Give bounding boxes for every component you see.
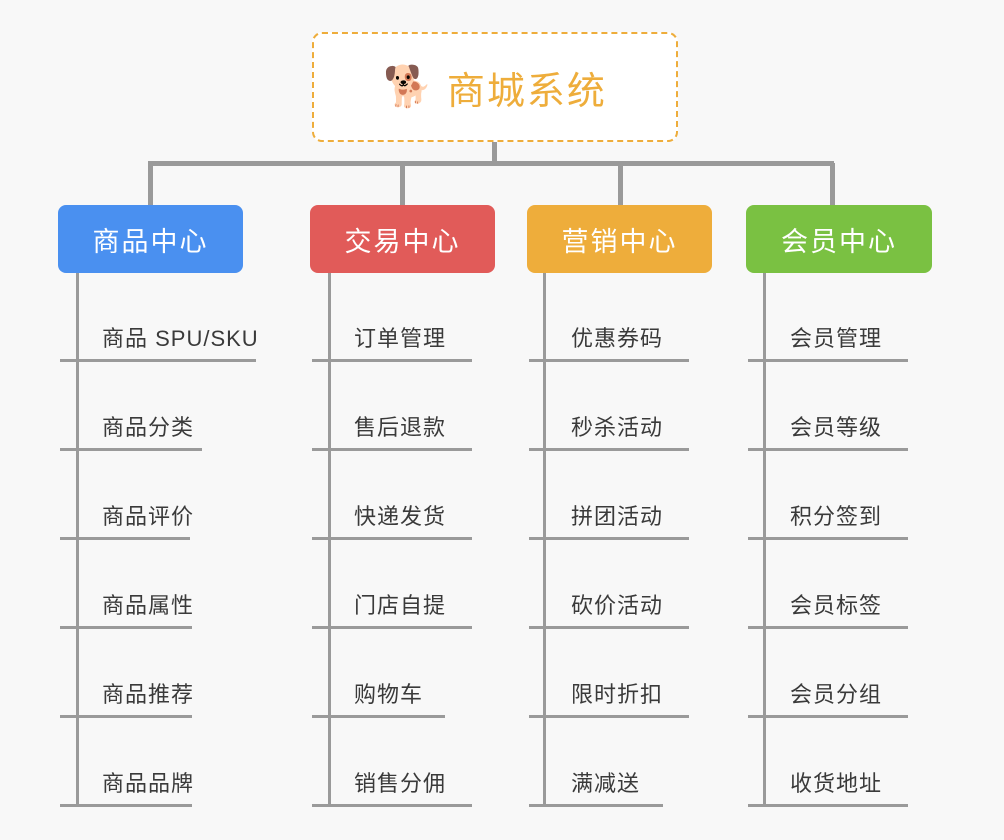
leaf-item-underline xyxy=(748,626,908,629)
category-node-1[interactable]: 商品中心 xyxy=(58,205,243,273)
leaf-item-label: 积分签到 xyxy=(790,504,883,529)
leaf-item-label: 快递发货 xyxy=(354,504,447,529)
leaf-item-label: 会员管理 xyxy=(790,326,883,351)
root-node[interactable]: 🐕 商城系统 xyxy=(312,32,678,142)
leaf-item-underline xyxy=(60,626,192,629)
leaf-item-label: 商品分类 xyxy=(102,415,195,440)
leaf-item-underline xyxy=(529,626,689,629)
trunk-vertical-connector xyxy=(492,142,497,164)
leaf-item-underline xyxy=(748,448,908,451)
leaf-item-label: 商品属性 xyxy=(102,593,195,618)
leaf-item-underline xyxy=(529,448,689,451)
leaf-item-label: 门店自提 xyxy=(354,593,447,618)
category-node-label: 交易中心 xyxy=(344,226,461,257)
leaf-spine-connector xyxy=(543,273,546,807)
leaf-item-label: 满减送 xyxy=(571,771,641,796)
leaf-item-label: 会员分组 xyxy=(790,682,883,707)
leaf-item-label: 商品品牌 xyxy=(102,771,195,796)
leaf-item-underline xyxy=(748,359,908,362)
leaf-item-label: 砍价活动 xyxy=(571,593,664,618)
leaf-item-underline xyxy=(312,359,472,362)
category-node-2[interactable]: 交易中心 xyxy=(310,205,495,273)
category-node-label: 会员中心 xyxy=(781,226,897,257)
leaf-item-underline xyxy=(748,715,908,718)
leaf-item-underline xyxy=(529,804,663,807)
root-node-title: 商城系统 xyxy=(446,70,607,113)
leaf-spine-connector xyxy=(76,273,79,807)
leaf-item-underline xyxy=(60,715,192,718)
leaf-item-label: 商品推荐 xyxy=(102,682,195,707)
leaf-item-label: 订单管理 xyxy=(354,326,447,351)
leaf-item-underline xyxy=(529,537,689,540)
leaf-item-underline xyxy=(60,537,190,540)
category-column-1: 商品中心商品 SPU/SKU 商品分类商品评价商品属性商品推荐商品品牌 xyxy=(58,205,258,807)
leaf-spine-connector xyxy=(763,273,766,807)
shiba-dog-face-icon: 🐕 xyxy=(383,65,433,109)
leaf-item-label: 商品评价 xyxy=(102,504,195,529)
category-node-3[interactable]: 营销中心 xyxy=(527,205,712,273)
leaf-item-label: 销售分佣 xyxy=(354,771,447,796)
leaf-item-label: 购物车 xyxy=(354,682,424,707)
leaf-spine-connector xyxy=(328,273,331,807)
leaf-item-label: 会员标签 xyxy=(790,593,883,618)
leaf-item-underline xyxy=(529,715,689,718)
branch-drop-connector xyxy=(830,163,835,207)
category-column-3: 营销中心优惠券码秒杀活动拼团活动砍价活动限时折扣满减送 xyxy=(527,205,712,807)
leaf-item-underline xyxy=(60,448,202,451)
leaf-item-underline xyxy=(748,804,908,807)
leaf-item-underline xyxy=(312,537,472,540)
category-node-4[interactable]: 会员中心 xyxy=(746,205,932,273)
leaf-item-underline xyxy=(60,359,256,362)
leaf-item-label: 秒杀活动 xyxy=(571,415,664,440)
leaf-item-underline xyxy=(312,448,472,451)
category-column-4: 会员中心会员管理会员等级积分签到会员标签会员分组收货地址 xyxy=(746,205,932,807)
category-node-label: 商品中心 xyxy=(92,226,209,257)
leaf-item-label: 售后退款 xyxy=(354,415,447,440)
category-column-2: 交易中心订单管理售后退款快递发货门店自提购物车销售分佣 xyxy=(310,205,495,807)
leaf-item-underline xyxy=(748,537,908,540)
leaf-item-underline xyxy=(312,804,472,807)
branch-drop-connector xyxy=(618,163,623,207)
leaf-item-underline xyxy=(529,359,689,362)
leaf-item-label: 会员等级 xyxy=(790,415,883,440)
leaf-item-underline xyxy=(312,626,472,629)
leaf-item-label: 收货地址 xyxy=(790,771,883,796)
leaf-item-underline xyxy=(312,715,445,718)
branch-drop-connector xyxy=(148,163,153,207)
leaf-item-label: 拼团活动 xyxy=(571,504,664,529)
leaf-item-underline xyxy=(60,804,192,807)
trunk-horizontal-connector xyxy=(148,161,834,166)
leaf-item-label: 限时折扣 xyxy=(571,682,664,707)
leaf-item-label: 商品 SPU/SKU xyxy=(102,326,259,351)
category-node-label: 营销中心 xyxy=(561,226,678,257)
branch-drop-connector xyxy=(400,163,405,207)
leaf-item-label: 优惠券码 xyxy=(571,326,664,351)
